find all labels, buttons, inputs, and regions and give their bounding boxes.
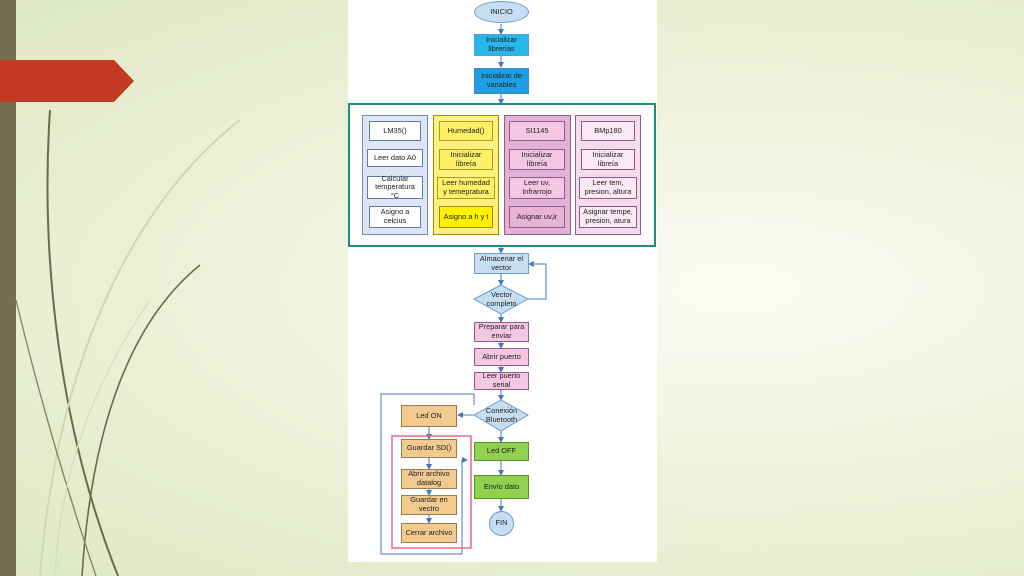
- lm35-assign: Asigno a celcius: [369, 206, 421, 228]
- bmp180-init-lib: Inicializar libreía: [581, 149, 635, 170]
- bmp180-assign: Asignar tempe, presion, atura: [579, 206, 637, 228]
- lm35-read-a0: Leer dato A0: [367, 149, 423, 167]
- bmp180-title: BMp180: [581, 121, 635, 141]
- humedad-read: Leer humedad y temepratura: [437, 177, 495, 199]
- humedad-init-lib: Inicializar libreía: [439, 149, 493, 170]
- save-sd-box: Guardar SD(): [401, 439, 457, 458]
- end-node: FIN: [489, 511, 514, 536]
- close-file-box: Cerrar archivo: [401, 523, 457, 543]
- bluetooth-decision: Conexión Bluetooth: [485, 405, 518, 424]
- lm35-calc-temp: Calcular temperatura °C: [367, 174, 423, 200]
- init-libraries-box: Inicializar librerías: [474, 34, 529, 56]
- open-datalog-box: Abrir archivo datalog: [401, 469, 457, 489]
- vector-complete-decision: Vector completo: [486, 289, 517, 308]
- si1145-title: SI1145: [509, 121, 565, 141]
- flowchart-connectors: [348, 24, 656, 555]
- si1145-init-lib: Inicializar libreía: [509, 149, 565, 170]
- led-on-box: Led ON: [401, 405, 457, 427]
- si1145-read: Leer uv, Infrarrojo: [509, 177, 565, 199]
- bmp180-read: Leer tem, presion, altura: [579, 177, 637, 199]
- prepare-send-box: Preparar para enviar: [474, 322, 529, 342]
- init-variables-box: Inicializar de variables: [474, 68, 529, 94]
- open-port-box: Abrir puerto: [474, 348, 529, 366]
- left-accent-bar: [0, 0, 16, 576]
- led-off-box: Led OFF: [474, 442, 529, 461]
- humedad-assign: Asigno a h y t: [439, 206, 493, 228]
- send-data-box: Envío dato: [474, 475, 529, 499]
- humedad-title: Humedad(): [439, 121, 493, 141]
- red-arrow-shape: [0, 60, 134, 102]
- lm35-title: LM35(): [369, 121, 421, 141]
- store-vector-box: Almacenar el vector: [474, 253, 529, 274]
- read-serial-box: Leer puerto serial: [474, 372, 529, 390]
- save-vector-box: Guardar en vectro: [401, 495, 457, 515]
- si1145-assign: Asignar uv,ir: [509, 206, 565, 228]
- start-node: INICIO: [474, 1, 529, 23]
- decorative-curves: [15, 109, 241, 576]
